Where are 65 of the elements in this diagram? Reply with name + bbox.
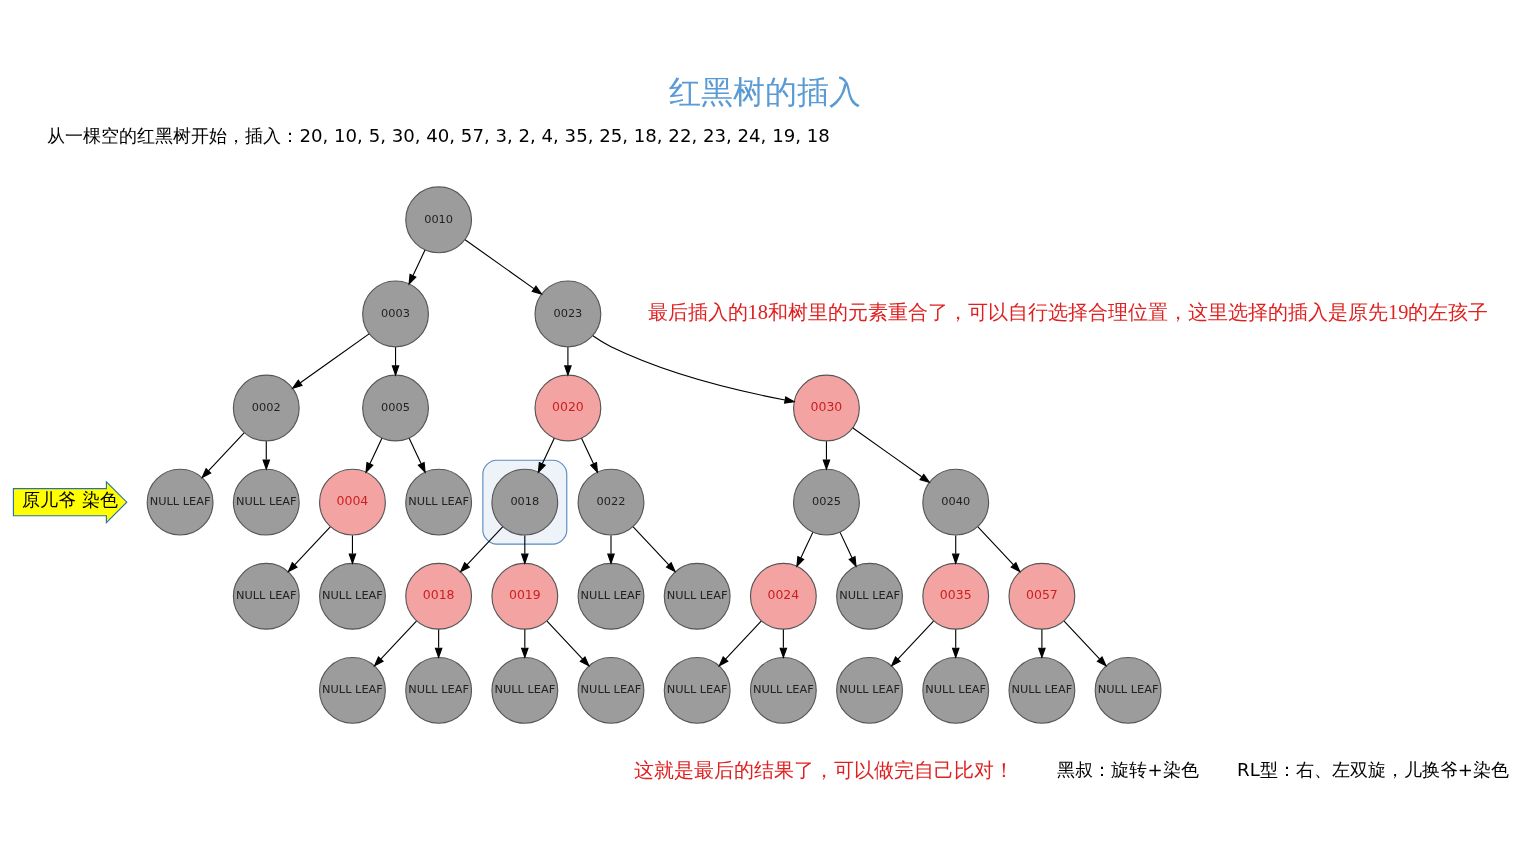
node-circle: 0004 [319, 468, 386, 536]
arrow [373, 620, 417, 667]
arrow [434, 628, 443, 659]
arrow [262, 440, 271, 471]
node-circle: NULL LEAF [922, 656, 990, 724]
label: 黑叔：旋转+染色 [1057, 758, 1199, 780]
node-circle: 0030 [793, 374, 860, 441]
node-circle: 0019 [491, 562, 559, 630]
arrow [951, 534, 960, 565]
arrow [607, 534, 615, 565]
arrow [408, 437, 426, 474]
diagram-title: 红黑树的插入 [669, 73, 862, 110]
arrow [951, 628, 960, 659]
arrow [890, 620, 935, 667]
arrow [287, 525, 331, 573]
arrow [391, 346, 400, 377]
node-circle: 0022 [577, 468, 645, 536]
node-circle: NULL LEAF [836, 562, 903, 630]
arrow [464, 238, 543, 295]
node-circle: 0023 [534, 280, 602, 347]
arrow [822, 440, 831, 471]
node-circle: 0010 [405, 185, 473, 253]
arrow [580, 437, 599, 474]
node-circle: 0005 [362, 374, 429, 441]
label: 从一棵空的红黑树开始，插入：20, 10, 5, 30, 40, 57, 3, 2, 4, 35, 25, 18, 22, 23, 24, 19, 18 [47, 124, 830, 146]
node-circle: 0025 [793, 468, 860, 536]
arrow [852, 426, 931, 483]
node-circle: 0035 [922, 562, 990, 630]
label: RL型：右、左双旋，儿换爷+染色 [1237, 758, 1509, 780]
node-circle: 0040 [922, 468, 990, 536]
arrow [563, 346, 572, 377]
arrow [537, 437, 555, 474]
label: 最后插入的18和树里的元素重合了，可以自行选择合理位置，这里选择的插入是原先19的左孩子 [647, 300, 1489, 323]
node-circle: NULL LEAF [405, 468, 473, 536]
node-circle: NULL LEAF [577, 562, 645, 630]
arrow [291, 332, 370, 389]
node-circle: 0002 [232, 374, 300, 441]
arrow [839, 531, 857, 568]
arrow [1063, 620, 1108, 667]
label: 这就是最后的结果了，可以做完自己比对！ [634, 758, 1015, 781]
arrow [201, 431, 245, 479]
arrow [365, 437, 383, 474]
node-circle: 0003 [362, 280, 429, 347]
arrow [1037, 628, 1046, 659]
arrow [796, 531, 814, 568]
arrow [977, 525, 1021, 573]
node-circle: NULL LEAF [1008, 656, 1076, 724]
arrow [520, 534, 529, 565]
node-circle: NULL LEAF [491, 656, 559, 724]
node-circle: NULL LEAF [405, 656, 473, 724]
arrow [632, 525, 677, 573]
arrow [348, 534, 357, 565]
node-circle: NULL LEAF [749, 656, 817, 724]
node-circle: NULL LEAF [232, 468, 300, 536]
node-circle: 0018 [491, 468, 559, 536]
node-circle: 0024 [749, 562, 817, 630]
node-circle: 0020 [534, 374, 602, 441]
arrow [459, 525, 504, 573]
arrow [408, 248, 426, 285]
arrow [779, 628, 788, 659]
arrow [718, 620, 762, 667]
arrow [520, 628, 529, 659]
node-circle: NULL LEAF [319, 562, 386, 630]
arrow [546, 620, 591, 667]
arrow [592, 334, 796, 404]
